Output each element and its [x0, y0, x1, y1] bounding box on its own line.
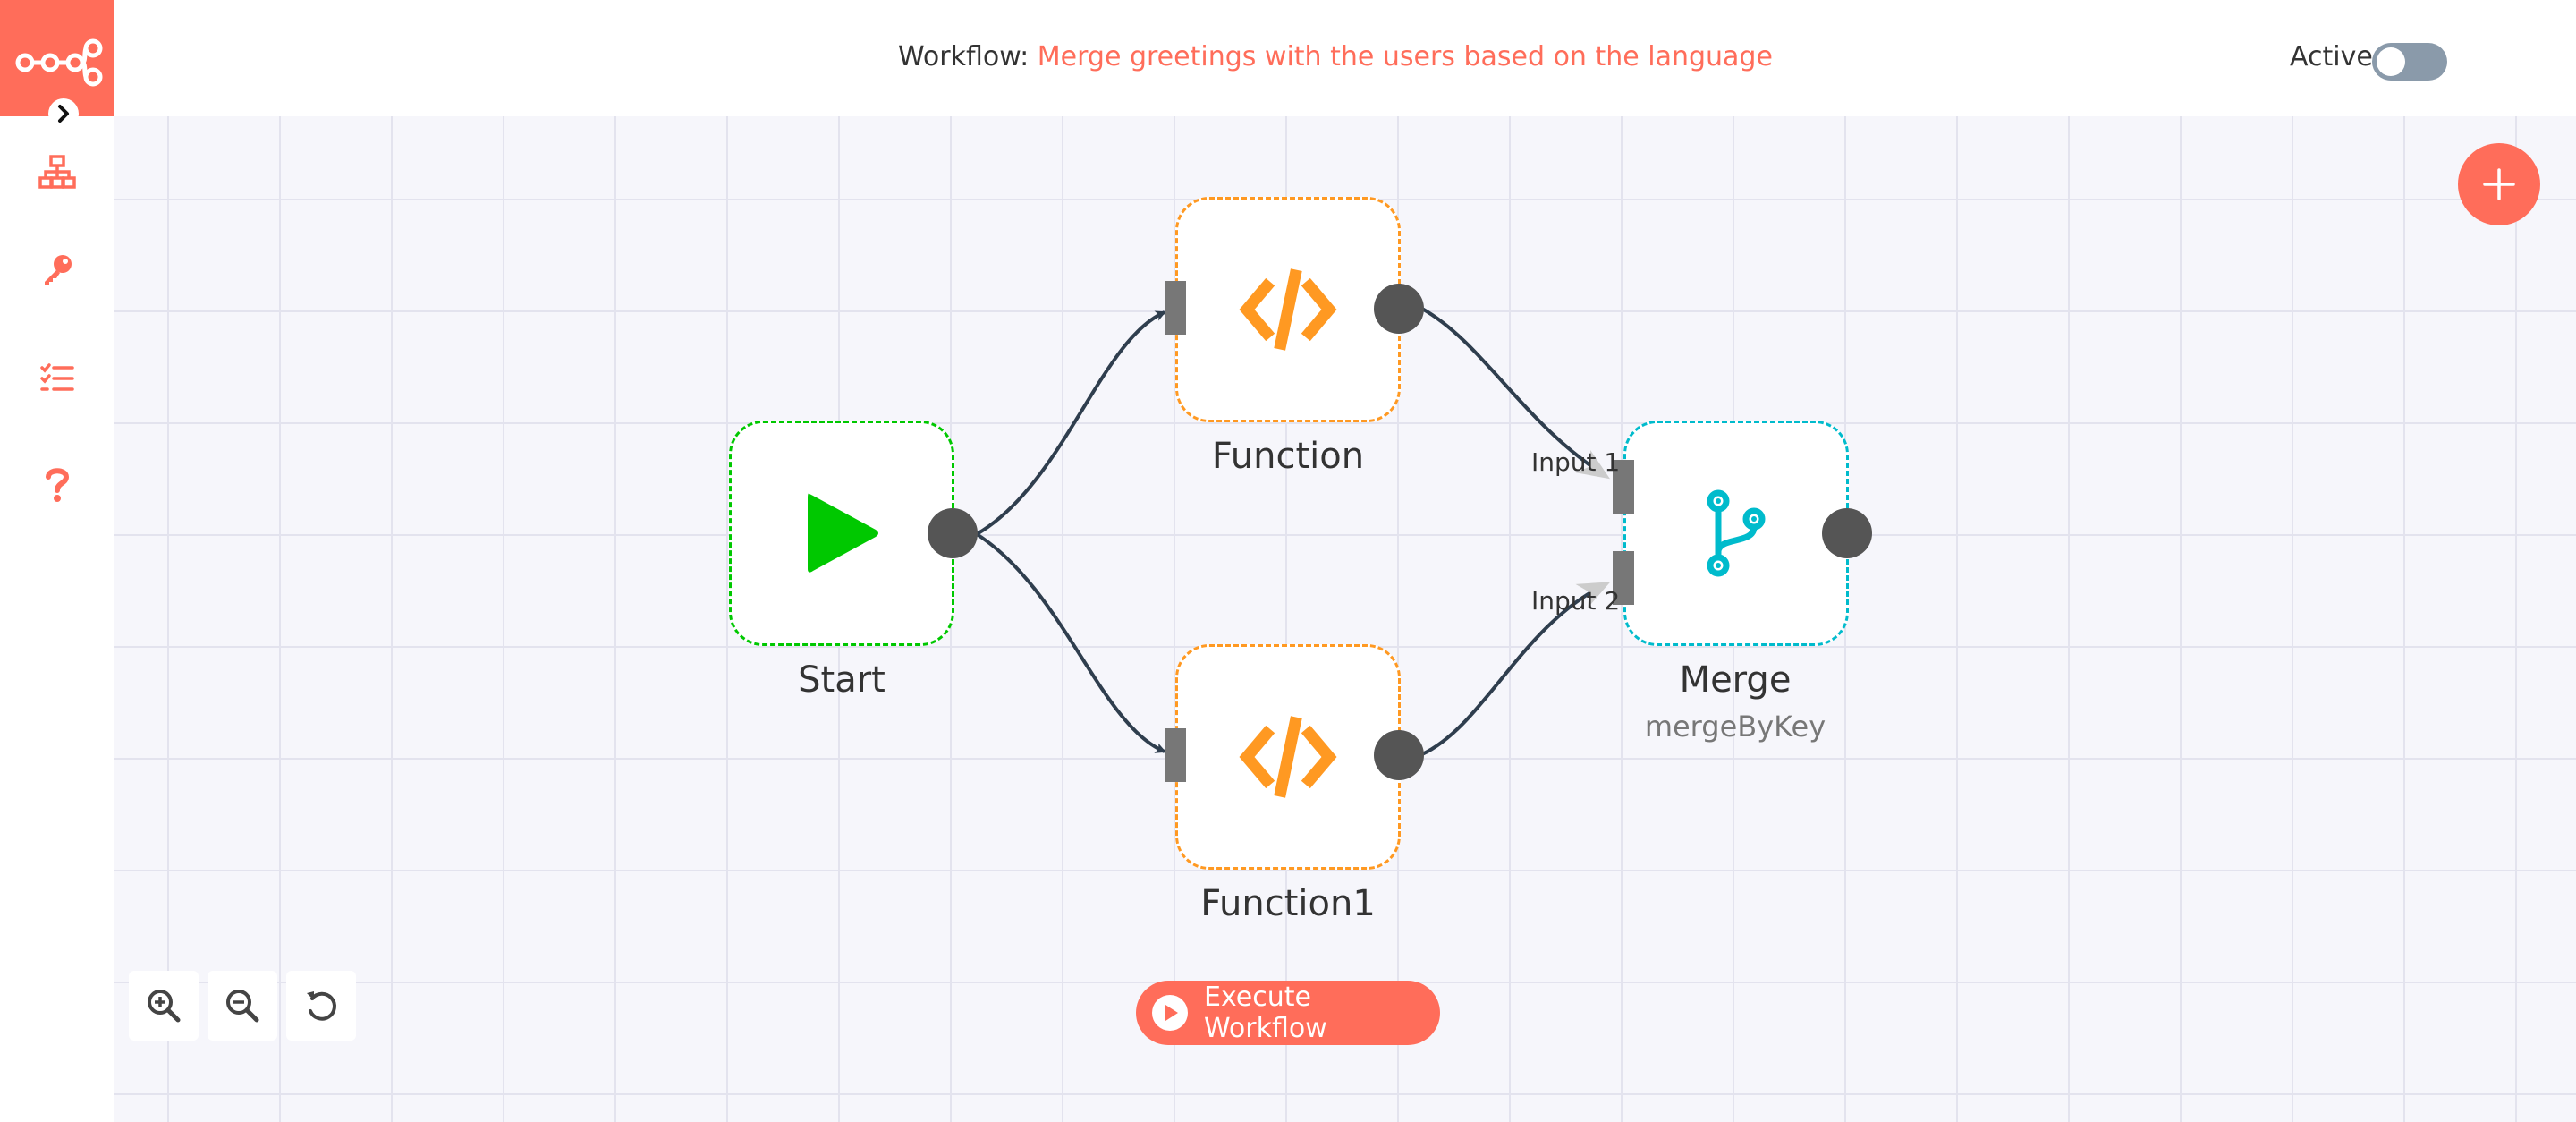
key-icon [45, 255, 72, 285]
connection-function1-merge[interactable] [1421, 582, 1611, 756]
zoom-in-icon [148, 990, 181, 1023]
sidebar-item-credentials[interactable] [32, 245, 82, 295]
node-label: Function1 [1200, 883, 1376, 924]
node-function[interactable] [1175, 197, 1401, 422]
node-label: Start [798, 659, 886, 701]
zoom-in-button[interactable] [129, 971, 199, 1041]
active-toggle[interactable] [2372, 43, 2447, 81]
node-merge[interactable] [1623, 421, 1849, 646]
sidebar-item-help[interactable] [32, 460, 82, 510]
node-label: Function [1211, 436, 1365, 477]
node-subtitle: mergeByKey [1644, 710, 1826, 744]
sidebar-item-executions[interactable] [32, 353, 82, 403]
sidebar [0, 0, 114, 1122]
undo-icon [307, 991, 336, 1021]
toggle-knob [2377, 47, 2405, 76]
reset-zoom-button[interactable] [286, 971, 356, 1041]
execute-workflow-button[interactable]: Execute Workflow [1136, 981, 1440, 1045]
network-icon [38, 155, 76, 189]
merge-input-1-label: Input 1 [1531, 447, 1621, 477]
zoom-out-button[interactable] [208, 971, 277, 1041]
function-output-port[interactable] [1374, 284, 1424, 334]
function1-input-port[interactable] [1165, 728, 1186, 782]
sidebar-item-workflows[interactable] [32, 147, 82, 197]
play-circle-icon [1152, 995, 1188, 1031]
merge-input-2-port[interactable] [1613, 551, 1634, 605]
function1-output-port[interactable] [1374, 730, 1424, 780]
start-output-port[interactable] [928, 508, 978, 558]
node-label: Merge [1679, 659, 1792, 701]
add-node-button[interactable] [2458, 143, 2540, 225]
workflow-name[interactable]: Merge greetings with the users based on … [1037, 41, 1773, 72]
merge-output-port[interactable] [1822, 508, 1872, 558]
workflow-prefix: Workflow: [898, 41, 1030, 72]
plus-icon [2483, 168, 2515, 200]
connection-function-merge[interactable] [1421, 307, 1611, 480]
merge-icon [1707, 489, 1766, 577]
question-icon [46, 468, 70, 502]
active-label: Active: [2290, 41, 2382, 72]
list-check-icon [40, 363, 74, 391]
merge-input-2-label: Input 2 [1531, 586, 1621, 616]
n8n-logo[interactable] [0, 0, 114, 116]
node-function1[interactable] [1175, 644, 1401, 870]
top-header: Workflow: Merge greetings with the users… [0, 0, 2576, 116]
execute-workflow-label: Execute Workflow [1204, 982, 1327, 1044]
zoom-out-icon [226, 990, 259, 1023]
merge-input-1-port[interactable] [1613, 460, 1634, 514]
connection-start-function[interactable] [975, 310, 1166, 536]
code-icon [1239, 716, 1337, 798]
code-icon [1239, 268, 1337, 351]
logo-icon [15, 38, 103, 87]
play-icon [808, 493, 878, 573]
chevron-right-icon [58, 105, 69, 123]
function-input-port[interactable] [1165, 281, 1186, 335]
connection-start-function1[interactable] [975, 532, 1166, 753]
node-start[interactable] [729, 421, 954, 646]
workflow-title: Workflow: Merge greetings with the users… [898, 41, 1773, 72]
sidebar-expand-button[interactable] [48, 98, 79, 129]
